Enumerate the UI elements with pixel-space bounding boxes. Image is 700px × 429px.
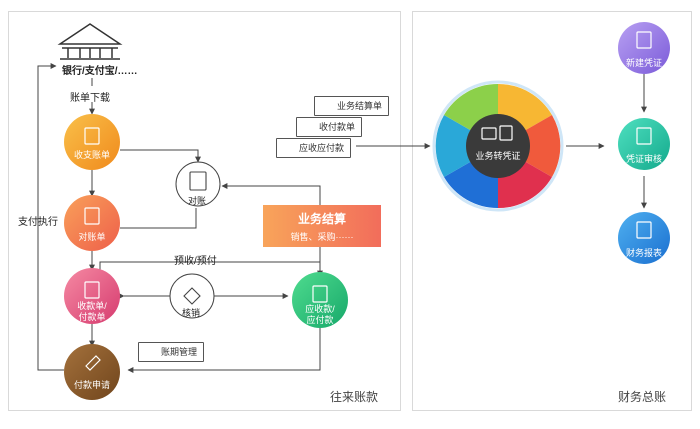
write-off-node[interactable] bbox=[169, 273, 215, 319]
hub-label: 业务转凭证 bbox=[475, 151, 521, 161]
prepay-label: 预收/预付 bbox=[174, 256, 217, 267]
banner-subtitle: 销售、采购······ bbox=[290, 232, 354, 242]
invoice-icon bbox=[84, 281, 100, 299]
write-off-icon bbox=[183, 287, 201, 305]
pen-icon bbox=[85, 355, 101, 371]
bill-icon bbox=[84, 127, 100, 145]
list-icon bbox=[84, 207, 100, 225]
pay-exec-label: 支付执行 bbox=[18, 217, 58, 228]
doc-ar-ap[interactable]: 应收应付款 bbox=[276, 138, 352, 158]
business-settlement-banner: 业务结算 销售、采购······ bbox=[263, 205, 381, 247]
voucher-hub-wheel bbox=[432, 80, 564, 212]
bill-download-label: 账单下载 bbox=[70, 93, 110, 104]
audit-icon bbox=[636, 127, 652, 145]
bank-label: 银行/支付宝/…… bbox=[62, 66, 138, 77]
income-bill-node[interactable] bbox=[64, 114, 120, 170]
accounts-panel-title: 往来账款 bbox=[330, 390, 379, 404]
payment-request-label: 付款申请 bbox=[73, 380, 110, 390]
write-off-label: 核销 bbox=[182, 308, 201, 318]
ledger-panel bbox=[412, 11, 692, 411]
reconcile-doc-label: 对账单 bbox=[78, 232, 106, 242]
reconcile-label: 对账 bbox=[188, 196, 207, 206]
voucher-audit-label: 凭证审核 bbox=[625, 154, 662, 164]
receipt-payment-node[interactable] bbox=[64, 268, 120, 324]
doc-biz-settle[interactable]: 业务结算单 bbox=[314, 96, 390, 116]
ledger-panel-title: 财务总账 bbox=[618, 390, 667, 404]
payment-request-node[interactable] bbox=[64, 344, 120, 400]
briefcase-icon bbox=[481, 125, 513, 141]
new-voucher-label: 新建凭证 bbox=[625, 58, 662, 68]
doc-receipt[interactable]: 收付款单 bbox=[296, 117, 363, 137]
financial-report-label: 财务报表 bbox=[625, 248, 662, 258]
reconcile-icon bbox=[189, 171, 207, 191]
reconcile-doc-node[interactable] bbox=[64, 195, 120, 251]
receivable-icon bbox=[312, 285, 328, 303]
income-bill-label: 收支账单 bbox=[73, 150, 110, 160]
receivable-payable-node[interactable] bbox=[292, 272, 348, 328]
receivable-label-1: 应收款/ bbox=[305, 304, 335, 314]
period-management-card[interactable]: 账期管理 bbox=[138, 342, 205, 362]
receivable-label-2: 应付款 bbox=[306, 315, 334, 325]
receipt-label-1: 收款单/ bbox=[77, 301, 107, 311]
new-doc-icon bbox=[636, 31, 652, 49]
banner-title: 业务结算 bbox=[297, 212, 346, 226]
reconcile-node[interactable] bbox=[175, 161, 221, 207]
report-icon bbox=[636, 221, 652, 239]
receipt-label-2: 付款单 bbox=[78, 312, 106, 322]
bank-icon bbox=[57, 23, 123, 60]
